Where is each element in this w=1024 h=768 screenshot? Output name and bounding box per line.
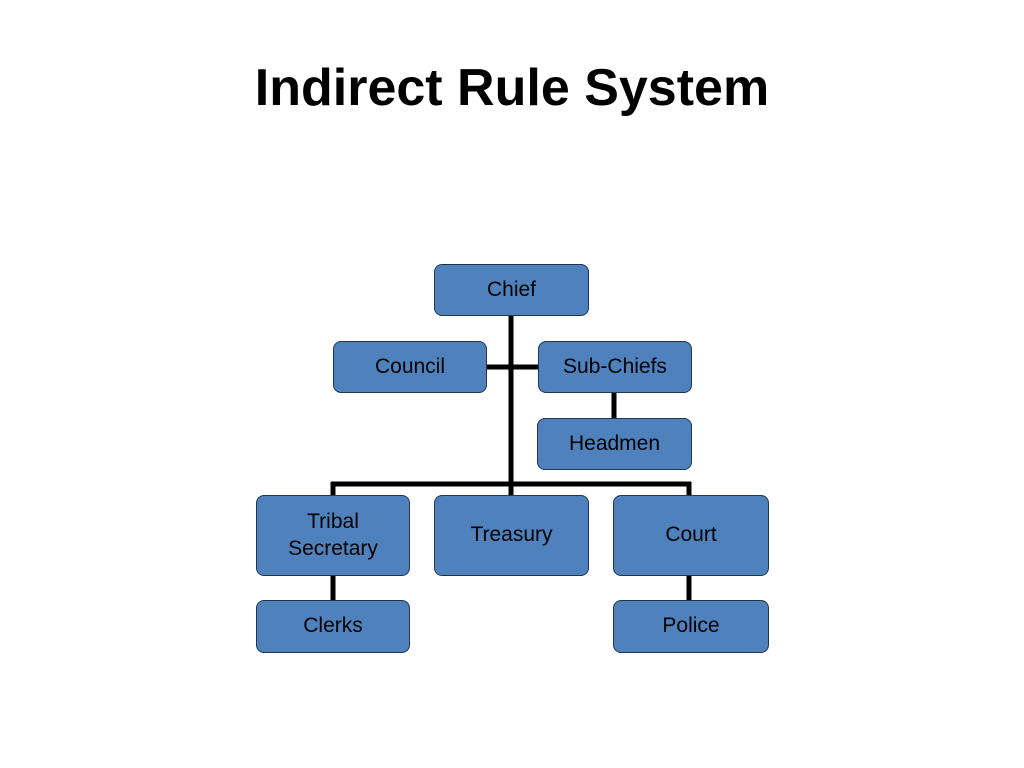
node-label: Treasury <box>470 523 553 547</box>
node-police: Police <box>613 600 769 653</box>
node-label: Council <box>374 354 446 378</box>
node-tribal-secretary: Tribal Secretary <box>256 495 410 576</box>
node-treasury: Treasury <box>434 495 589 576</box>
node-court: Court <box>613 495 769 576</box>
node-clerks: Clerks <box>256 600 410 653</box>
node-chief: Chief <box>434 264 589 316</box>
node-sub-chiefs: Sub-Chiefs <box>538 341 692 393</box>
node-label: Clerks <box>303 614 363 638</box>
node-label: Court <box>665 523 717 547</box>
node-label: Headmen <box>568 431 661 455</box>
node-label: Tribal Secretary <box>288 510 378 560</box>
node-headmen: Headmen <box>537 418 692 470</box>
slide-title: Indirect Rule System <box>254 59 770 117</box>
node-label: Chief <box>486 277 537 301</box>
node-council: Council <box>333 341 487 393</box>
node-label: Police <box>662 614 720 638</box>
node-label: Sub-Chiefs <box>563 354 667 378</box>
